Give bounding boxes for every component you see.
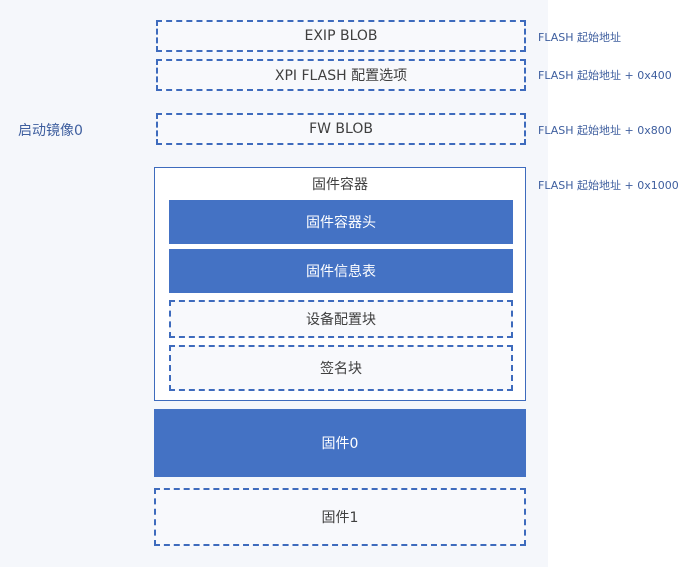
container-header-label: 固件容器头 (306, 215, 376, 231)
firmware-container-title: 固件容器 (312, 177, 368, 193)
fw-offset-label: FLASH 起始地址 + 0x800 (538, 124, 672, 137)
firmware-info-table-block: 固件信息表 (169, 249, 513, 293)
firmware0-label: 固件0 (321, 436, 359, 452)
device-config-block: 设备配置块 (169, 300, 513, 338)
exip-offset-label: FLASH 起始地址 (538, 31, 621, 44)
firmware1-block: 固件1 (154, 488, 526, 546)
container-offset-label: FLASH 起始地址 + 0x1000 (538, 179, 679, 192)
xpi-flash-config-block: XPI FLASH 配置选项 (156, 59, 526, 91)
signature-block: 签名块 (169, 345, 513, 391)
exip-blob-label: EXIP BLOB (304, 28, 378, 44)
firmware0-block: 固件0 (154, 409, 526, 477)
firmware1-label: 固件1 (321, 510, 359, 526)
boot-image-label: 启动镜像0 (18, 123, 83, 139)
container-header-block: 固件容器头 (169, 200, 513, 244)
fw-blob-block: FW BLOB (156, 113, 526, 145)
xpi-offset-label: FLASH 起始地址 + 0x400 (538, 69, 672, 82)
device-config-label: 设备配置块 (306, 312, 376, 328)
signature-label: 签名块 (320, 361, 362, 377)
fw-blob-label: FW BLOB (309, 121, 373, 137)
xpi-flash-config-label: XPI FLASH 配置选项 (274, 68, 408, 84)
exip-blob-block: EXIP BLOB (156, 20, 526, 52)
firmware-info-table-label: 固件信息表 (306, 264, 376, 280)
